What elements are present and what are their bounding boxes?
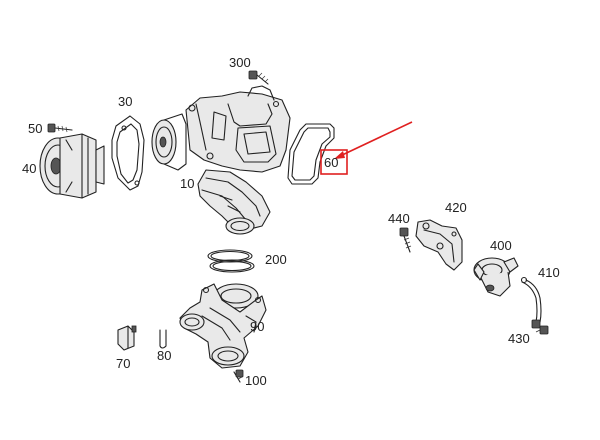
callout-200[interactable]: 200 <box>265 252 287 267</box>
part-200-o-rings[interactable] <box>207 249 255 273</box>
callout-100[interactable]: 100 <box>245 373 267 388</box>
part-300-bolt[interactable] <box>248 70 269 85</box>
part-10-pump-housing[interactable] <box>151 85 291 235</box>
callout-50[interactable]: 50 <box>28 121 42 136</box>
callout-80[interactable]: 80 <box>157 348 171 363</box>
callout-300[interactable]: 300 <box>229 55 251 70</box>
part-400-aux-pump[interactable] <box>473 257 519 297</box>
callout-410[interactable]: 410 <box>538 265 560 280</box>
callout-430[interactable]: 430 <box>508 331 530 346</box>
callout-30[interactable]: 30 <box>118 94 132 109</box>
part-430-bolt[interactable] <box>535 325 549 335</box>
part-90-thermostat-housing[interactable] <box>179 283 267 369</box>
part-60-gasket[interactable] <box>287 123 335 185</box>
callout-10[interactable]: 10 <box>180 176 194 191</box>
part-420-bracket[interactable] <box>415 219 463 271</box>
callout-60[interactable]: 60 <box>324 155 338 170</box>
part-100-bolt[interactable] <box>233 369 244 383</box>
callout-90[interactable]: 90 <box>250 319 264 334</box>
part-80-clip[interactable] <box>159 329 167 349</box>
callout-40[interactable]: 40 <box>22 161 36 176</box>
callout-70[interactable]: 70 <box>116 356 130 371</box>
part-70-connector[interactable] <box>117 325 137 351</box>
part-440-bolt[interactable] <box>399 227 412 253</box>
part-410-strap[interactable] <box>520 276 542 329</box>
callout-440[interactable]: 440 <box>388 211 410 226</box>
highlight-arrow-60 <box>337 121 413 158</box>
highlight-box-60 <box>320 149 348 175</box>
callout-420[interactable]: 420 <box>445 200 467 215</box>
part-50-bolt[interactable] <box>47 123 73 133</box>
part-30-gasket[interactable] <box>111 115 145 191</box>
highlight-arrowhead-60 <box>334 151 345 159</box>
callout-400[interactable]: 400 <box>490 238 512 253</box>
part-40-pulley[interactable] <box>39 133 105 199</box>
